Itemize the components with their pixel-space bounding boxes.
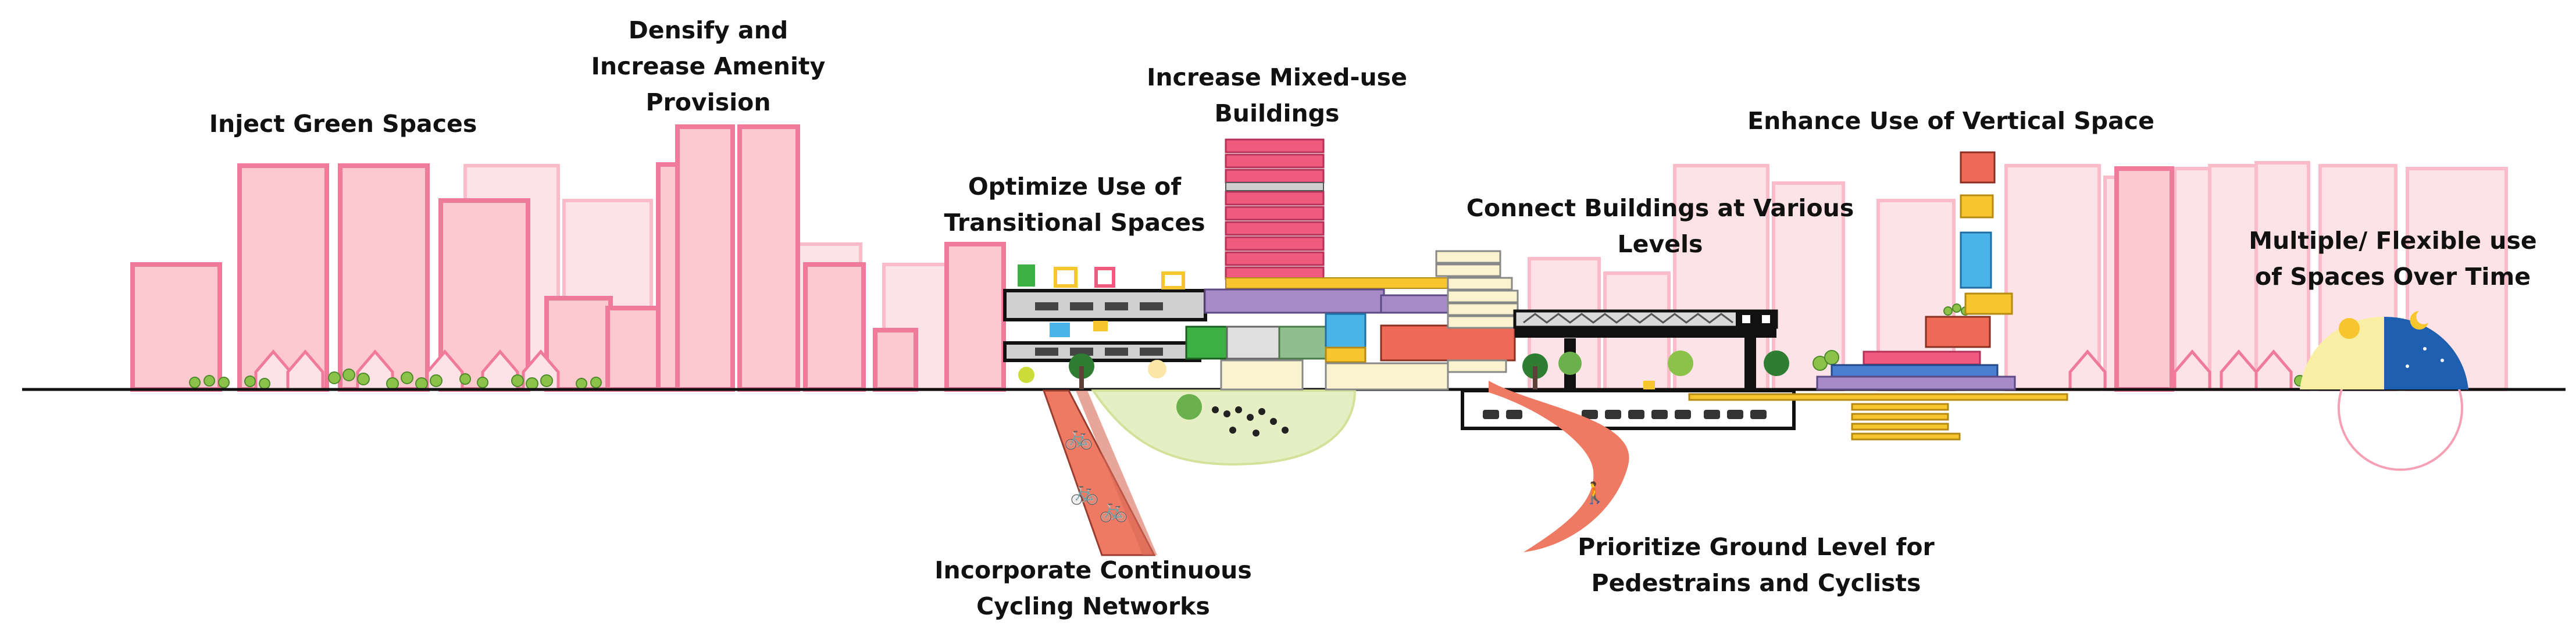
label-densify: Densify and Increase Amenity Provision	[591, 16, 826, 116]
transitional-structure	[1003, 264, 1207, 389]
label-cycling-line-1: Incorporate Continuous	[934, 556, 1251, 584]
svg-text:🚲: 🚲	[1064, 424, 1093, 450]
label-connect-buildings: Connect Buildings at Various Levels	[1467, 194, 1854, 258]
label-ground-line-1: Prioritize Ground Level for	[1578, 533, 1935, 561]
svg-text:🚲: 🚲	[1099, 497, 1128, 523]
label-densify-line-3: Provision	[645, 88, 770, 116]
svg-text:🚶: 🚶	[1582, 481, 1608, 505]
label-mixed-use: Increase Mixed-use Buildings	[1147, 63, 1407, 127]
sunken-plaza	[1091, 389, 1357, 466]
label-mixed-use-line-2: Buildings	[1215, 99, 1340, 127]
label-mixed-use-line-1: Increase Mixed-use	[1147, 63, 1407, 91]
label-transitional-line-1: Optimize Use of	[968, 173, 1182, 201]
cycling-path: 🚲 🚲 🚲	[1042, 389, 1157, 556]
underground-levels	[1688, 393, 2068, 441]
pink-buildings	[130, 124, 2174, 392]
label-cycling-line-2: Cycling Networks	[976, 592, 1210, 620]
label-connect-line-1: Connect Buildings at Various	[1467, 194, 1854, 222]
label-ground-line-2: Pedestrains and Cyclists	[1592, 569, 1921, 597]
underground-road: 🚶	[1461, 381, 1796, 552]
label-flexible-use: Multiple/ Flexible use of Spaces Over Ti…	[2249, 227, 2536, 291]
label-transitional: Optimize Use of Transitional Spaces	[944, 173, 1205, 237]
connecting-bridge	[1513, 309, 1789, 389]
flexible-space-dome	[2300, 311, 2468, 471]
label-inject-green-spaces: Inject Green Spaces	[209, 110, 477, 138]
label-flexible-line-2: of Spaces Over Time	[2255, 263, 2531, 291]
svg-text:🚲: 🚲	[1070, 480, 1099, 505]
label-connect-line-2: Levels	[1618, 230, 1703, 258]
vertical-tower	[1816, 151, 2016, 391]
label-cycling-networks: Incorporate Continuous Cycling Networks	[934, 556, 1251, 620]
label-densify-line-2: Increase Amenity	[591, 52, 826, 80]
label-transitional-line-2: Transitional Spaces	[944, 209, 1205, 237]
label-ground-level: Prioritize Ground Level for Pedestrains …	[1578, 533, 1935, 597]
mixed-use-buildings	[1185, 138, 1548, 391]
label-vertical-space: Enhance Use of Vertical Space	[1747, 107, 2154, 135]
label-densify-line-1: Densify and	[629, 16, 789, 44]
label-flexible-line-1: Multiple/ Flexible use	[2249, 227, 2536, 255]
